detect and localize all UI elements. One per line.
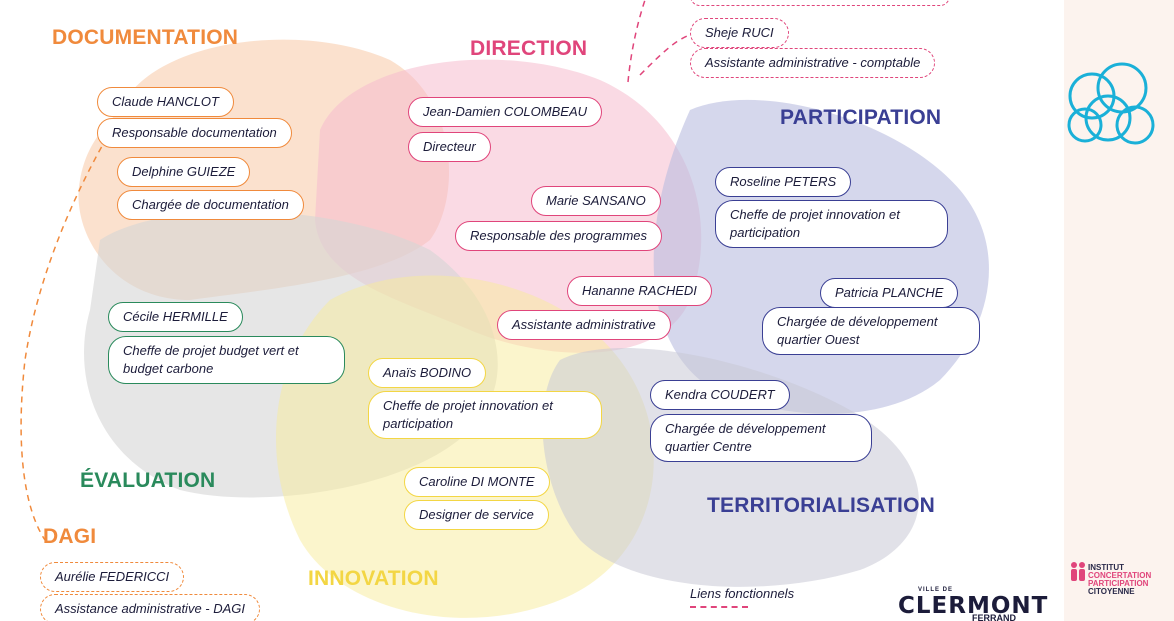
legend-dashed-line <box>690 606 748 608</box>
person-name-cecile: Cécile HERMILLE <box>108 302 243 332</box>
category-dagi: DAGI <box>43 525 97 548</box>
institut-people-icon <box>1071 562 1085 581</box>
person-name-hananne: Hananne RACHEDI <box>567 276 712 306</box>
category-direction: DIRECTION <box>470 37 588 60</box>
category-evaluation: ÉVALUATION <box>80 469 216 492</box>
logo-ferrand: FERRAND <box>972 613 1016 621</box>
institut-line-2: CONCERTATION <box>1088 571 1152 580</box>
logo-ville-de: VILLE DE <box>918 587 954 593</box>
person-name-anais: Anaïs BODINO <box>368 358 487 388</box>
category-participation: PARTICIPATION <box>780 106 942 129</box>
person-name-jean-damien: Jean-Damien COLOMBEAU <box>408 97 602 127</box>
person-role-hananne: Assistante administrative <box>497 310 671 340</box>
institut-line-3: PARTICIPATION <box>1088 579 1149 588</box>
legend-label: Liens fonctionnels <box>690 586 795 601</box>
person-role-patricia: Chargée de développement quartier Ouest <box>762 307 980 355</box>
functional-link-top <box>627 0 646 83</box>
person-role-cecile: Cheffe de projet budget vert et budget c… <box>108 336 345 384</box>
institut-logo-text: INSTITUT CONCERTATION PARTICIPATION CITO… <box>1088 564 1151 596</box>
person-role-sheje: Assistante administrative - comptable <box>690 48 936 78</box>
person-name-aurelie: Aurélie FEDERICCI <box>40 562 185 592</box>
person-role-caroline: Designer de service <box>404 500 549 530</box>
person-role-anais: Cheffe de projet innovation et participa… <box>368 391 602 439</box>
person-name-patricia: Patricia PLANCHE <box>820 278 959 308</box>
logo-clermont: CLERMONT <box>898 593 1049 619</box>
swirl-logo <box>1067 62 1155 145</box>
category-documentation: DOCUMENTATION <box>52 26 239 49</box>
territorialisation-blob <box>542 348 919 587</box>
person-name-delphine: Delphine GUIEZE <box>117 157 251 187</box>
person-name-marie: Marie SANSANO <box>531 186 661 216</box>
person-name-roseline: Roseline PETERS <box>715 167 852 197</box>
institut-line-4: CITOYENNE <box>1088 587 1135 596</box>
person-role-claude: Responsable documentation <box>97 118 292 148</box>
side-panel <box>1064 0 1174 621</box>
institut-line-1: INSTITUT <box>1088 563 1124 572</box>
person-name-caroline: Caroline DI MONTE <box>404 467 550 497</box>
person-name-kendra: Kendra COUDERT <box>650 380 790 410</box>
person-role-jean-damien: Directeur <box>408 132 491 162</box>
person-role-roseline: Cheffe de projet innovation et participa… <box>715 200 948 248</box>
person-name-claude: Claude HANCLOT <box>97 87 234 117</box>
person-role-kendra: Chargée de développement quartier Centre <box>650 414 872 462</box>
person-role-aurelie: Assistance administrative - DAGI <box>40 594 261 621</box>
category-innovation: INNOVATION <box>308 567 439 590</box>
functional-link-dagi <box>20 99 131 541</box>
person-partial-top <box>690 0 950 6</box>
person-role-delphine: Chargée de documentation <box>117 190 304 220</box>
category-territorialisation: TERRITORIALISATION <box>707 494 935 517</box>
functional-link-sheje <box>639 34 691 76</box>
person-name-sheje: Sheje RUCI <box>690 18 789 48</box>
person-role-marie: Responsable des programmes <box>455 221 663 251</box>
